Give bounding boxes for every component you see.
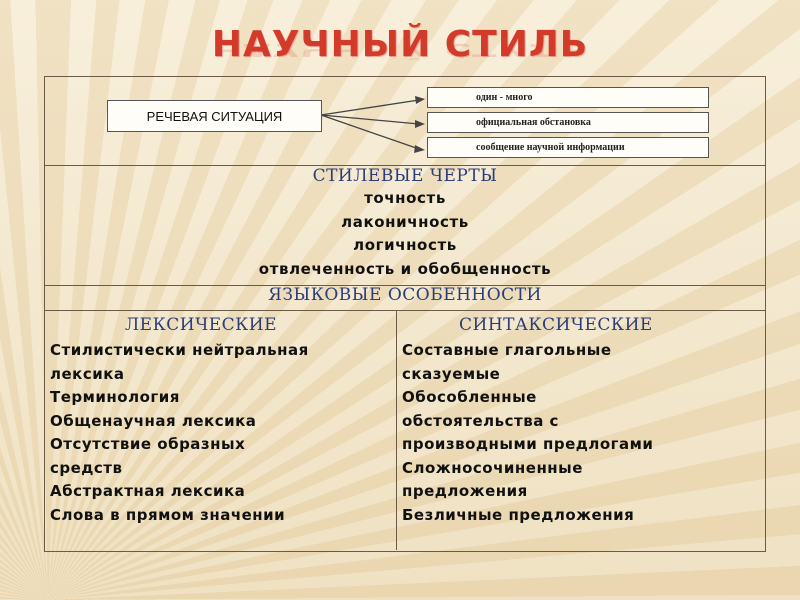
lexical-list: Стилистически нейтральная лексика Термин…: [50, 339, 309, 527]
lexical-item: Слова в прямом значении: [50, 505, 286, 524]
syntactic-item: Сложносочиненные: [402, 458, 583, 477]
situation-item-official-setting: официальная обстановка: [427, 112, 709, 133]
arrows-graphic: [320, 96, 425, 153]
situation-item-text: сообщение научной информации: [476, 142, 625, 153]
situation-item-text: официальная обстановка: [476, 117, 591, 128]
syntactic-list: Составные глагольные сказуемые Обособлен…: [402, 339, 653, 527]
syntactic-heading: СИНТАКСИЧЕСКИЕ: [459, 315, 653, 335]
situation-item-scientific-message: сообщение научной информации: [427, 137, 709, 158]
syntactic-item: предложения: [402, 482, 528, 500]
syntactic-item: Составные глагольные: [402, 341, 612, 359]
language-features-heading: ЯЗЫКОВЫЕ ОСОБЕННОСТИ: [268, 285, 542, 305]
divider-situation: [45, 165, 765, 166]
arrow-to-item-1: [320, 99, 420, 116]
syntactic-item: сказуемые: [402, 364, 501, 383]
lexical-item: лексика: [50, 364, 125, 383]
arrowhead-1: [415, 96, 425, 104]
situation-item-one-many: один - много: [427, 87, 709, 108]
lexical-item: Общенаучная лексика: [50, 411, 257, 430]
lexical-item: Стилистически нейтральная: [50, 341, 309, 359]
slide-title: НАУЧНЫЙ СТИЛЬ: [211, 24, 589, 65]
syntactic-item: производными предлогами: [402, 435, 654, 453]
lexical-item: Отсутствие образных: [50, 435, 246, 453]
arrowhead-2: [415, 120, 425, 128]
syntactic-item: обстоятельства с: [402, 411, 559, 430]
arrow-to-item-2: [320, 114, 420, 125]
content-table: РЕЧЕВАЯ СИТУАЦИЯ один - много официальна…: [44, 76, 766, 552]
arrow-to-item-3: [320, 114, 420, 150]
arrowhead-3: [414, 145, 425, 153]
lexical-item: Терминология: [50, 388, 180, 406]
speech-situation-box: РЕЧЕВАЯ СИТУАЦИЯ: [107, 100, 322, 132]
style-feature-item: точность: [364, 189, 446, 207]
style-feature-item: отвлеченность и обобщенность: [258, 260, 552, 278]
style-feature-item: лаконичность: [341, 213, 469, 231]
column-divider: [396, 310, 397, 550]
syntactic-item: Обособленные: [402, 388, 537, 406]
style-features-heading: СТИЛЕВЫЕ ЧЕРТЫ: [312, 166, 498, 186]
divider-features: [45, 285, 765, 286]
situation-item-text: один - много: [476, 92, 533, 103]
divider-language: [45, 310, 765, 311]
lexical-item: средств: [50, 458, 123, 477]
lexical-heading: ЛЕКСИЧЕСКИЕ: [125, 315, 278, 335]
lexical-item: Абстрактная лексика: [50, 482, 246, 500]
speech-situation-label: РЕЧЕВАЯ СИТУАЦИЯ: [146, 108, 283, 124]
slide-title-reflection: НАУЧНЫЙ СТИЛЬ: [211, 39, 589, 61]
syntactic-item: Безличные предложения: [402, 505, 635, 524]
style-feature-item: логичность: [353, 236, 457, 254]
